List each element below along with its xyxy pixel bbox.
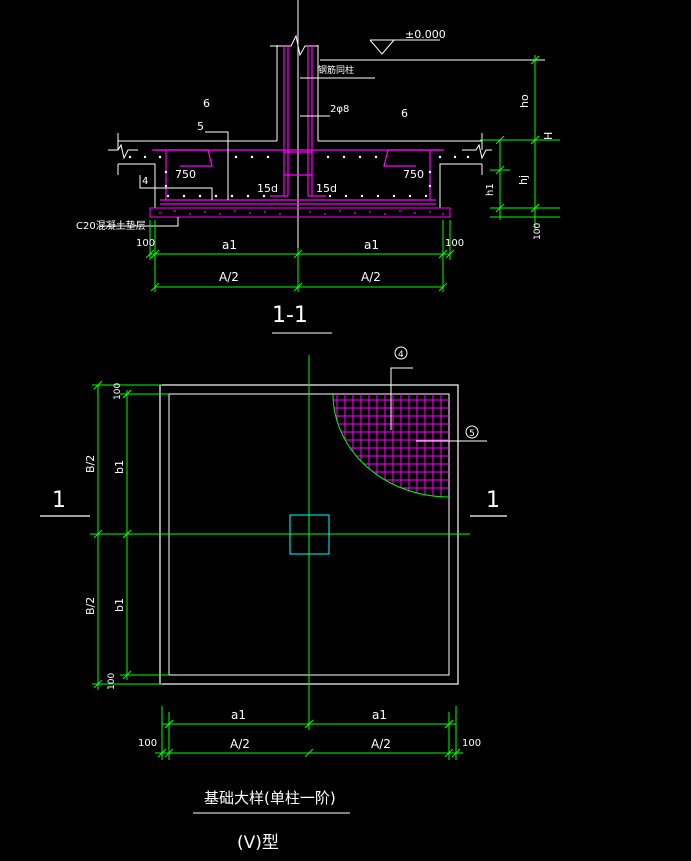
plan-dim-b1-top: b1 [113, 460, 126, 474]
sec-dim-a1-left: a1 [222, 238, 237, 252]
callout-text-5: 5 [469, 429, 475, 439]
cut-mark-left: 1 [52, 488, 66, 513]
plan-horizontal-dims [155, 706, 463, 760]
sec-dim-A2-left: A/2 [219, 270, 239, 284]
label-6-left: 6 [203, 97, 210, 110]
footing-rebar [152, 149, 444, 205]
plan-dim-100-bottom: 100 [107, 673, 117, 690]
main-title: 基础大样(单柱一阶) [204, 789, 336, 807]
len-750-left: 750 [175, 168, 196, 181]
sec-dim-a1-right: a1 [364, 238, 379, 252]
callout-circle-5 [465, 425, 479, 439]
cut-mark-right: 1 [486, 488, 500, 513]
len-15d-left: 15d [257, 182, 278, 195]
sec-dim-100-right: 100 [445, 238, 464, 249]
len-15d-right: 15d [316, 182, 337, 195]
plan-dim-B2-bottom: B/2 [84, 597, 97, 615]
callout-circle-4 [394, 346, 408, 360]
plan-dim-100-left: 100 [138, 738, 157, 749]
section-1-1: ±0.000 钢筋同柱 2φ8 6 6 5 4 750 750 15d 15d … [76, 0, 560, 334]
sec-dim-h1: h1 [485, 183, 496, 196]
plan-dim-A2-right: A/2 [371, 737, 391, 751]
label-5: 5 [197, 120, 204, 133]
sec-dim-H: H [542, 132, 555, 140]
plan-view: 4 5 1 1 100 B/2 b1 B/2 b1 100 [40, 346, 507, 760]
label-4: 4 [142, 176, 148, 187]
sec-dim-hj: hj [517, 175, 530, 185]
section-vertical-dims [480, 55, 560, 230]
plan-dim-A2-left: A/2 [230, 737, 250, 751]
plan-dim-B2-top: B/2 [84, 455, 97, 473]
sec-dim-A2-right: A/2 [361, 270, 381, 284]
type-title: (V)型 [237, 833, 279, 853]
column-rebar [270, 46, 326, 197]
col-rebar-note: 钢筋同柱 [318, 64, 354, 76]
plan-vertical-dims [92, 380, 169, 690]
plan-dim-a1-right: a1 [372, 708, 387, 722]
mesh-boundary-arc [332, 393, 450, 498]
sec-dim-100-vert: 100 [533, 223, 543, 240]
cushion-note: C20混凝土垫层 [76, 219, 146, 232]
cushion-hatch [159, 210, 444, 215]
plan-dim-100-right: 100 [462, 738, 481, 749]
label-6-right: 6 [401, 107, 408, 120]
sec-dim-ho: ho [518, 94, 531, 108]
cushion-layer [149, 207, 451, 218]
rebar-dots [128, 155, 470, 198]
plan-dim-b1-bottom: b1 [113, 598, 126, 612]
section-title: 1-1 [272, 303, 308, 328]
sec-dim-100-left: 100 [136, 238, 155, 249]
elevation-mark [320, 39, 545, 61]
len-750-right: 750 [403, 168, 424, 181]
section-horizontal-dims [145, 220, 455, 292]
plan-dim-a1-left: a1 [231, 708, 246, 722]
plan-dim-100-top: 100 [113, 383, 123, 400]
stirrup-note: 2φ8 [330, 104, 349, 115]
column [289, 514, 330, 555]
callout-text-4: 4 [398, 350, 404, 360]
elevation-text: ±0.000 [405, 28, 446, 41]
